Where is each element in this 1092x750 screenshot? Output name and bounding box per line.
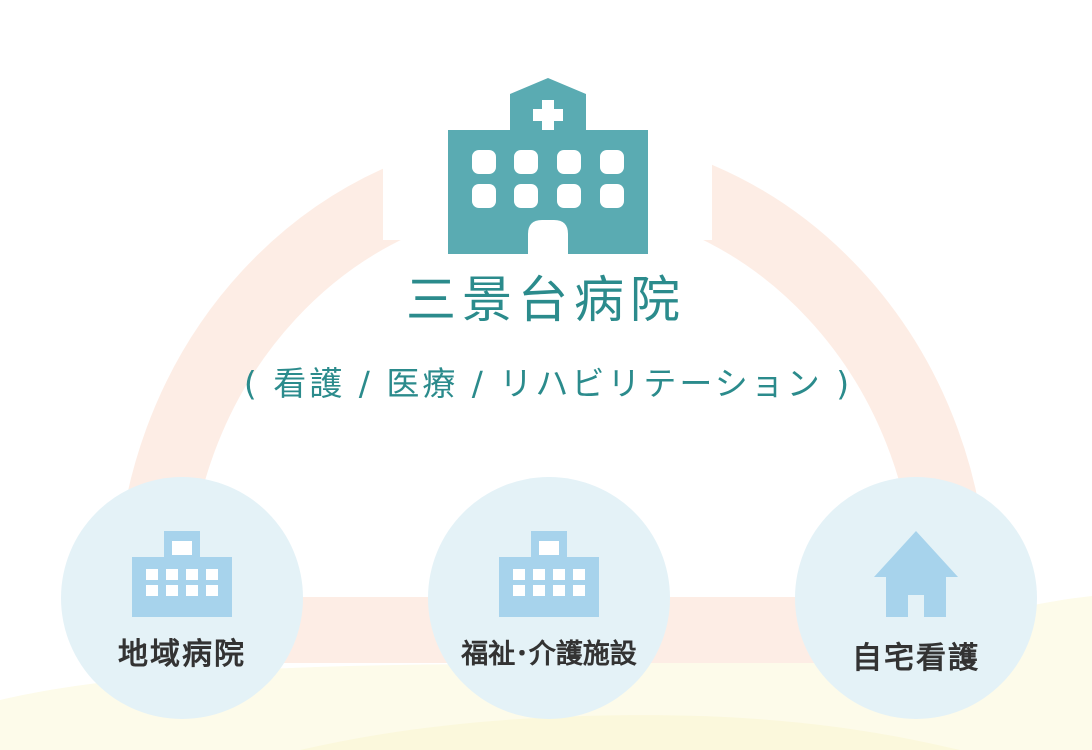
node-welfare-facility: 福祉･介護施設 [428, 477, 670, 719]
ground-hump [300, 715, 960, 750]
node-home-care: 自宅看護 [795, 477, 1037, 719]
hospital-icon [448, 78, 648, 254]
node-label: 地域病院 [118, 637, 246, 672]
building-icon [499, 531, 599, 617]
node-label: 福祉･介護施設 [461, 639, 637, 670]
building-icon [132, 531, 232, 617]
node-regional-hospital: 地域病院 [61, 477, 303, 719]
node-label: 自宅看護 [852, 641, 980, 676]
center-title: 三景台病院 [406, 271, 686, 329]
center-subtitle: ( 看護 / 医療 / リハビリテーション ) [243, 364, 853, 403]
house-icon [874, 531, 958, 617]
